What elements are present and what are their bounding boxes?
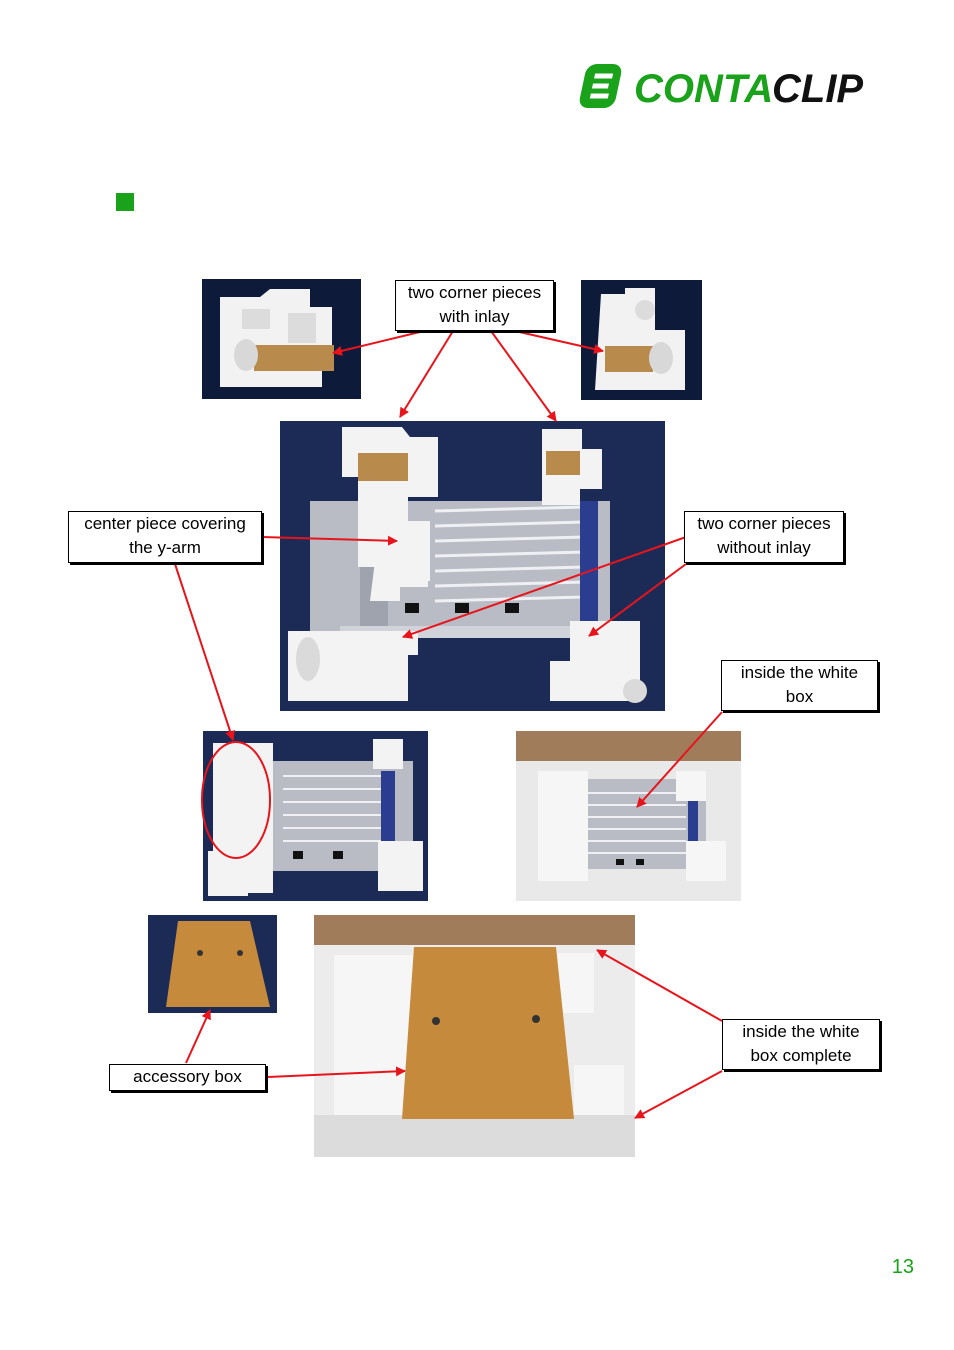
- photo-center-piece: [203, 731, 428, 901]
- arrow: [490, 330, 557, 422]
- label-two-corner-pieces-without-inlay: two corner pieces without inlay: [684, 511, 844, 563]
- photo-open-frame: [280, 421, 665, 711]
- arrow: [185, 1009, 211, 1064]
- label-inside-white-box-complete: inside the white box complete: [722, 1019, 880, 1070]
- label-two-corner-pieces-with-inlay: two corner pieces with inlay: [395, 280, 554, 331]
- photo-accessory-box: [148, 915, 277, 1013]
- arrow: [399, 330, 454, 418]
- arrow: [174, 563, 235, 741]
- label-inside-white-box: inside the white box: [721, 660, 878, 711]
- logo-text-clip: CLIP: [772, 67, 863, 111]
- arrow: [634, 1070, 723, 1119]
- label-accessory-box: accessory box: [109, 1064, 266, 1091]
- photo-inside-white-box: [516, 731, 741, 901]
- label-center-piece: center piece covering the y-arm: [68, 511, 262, 563]
- photo-corner-piece-right: [581, 280, 702, 400]
- logo-text-conta: CONTA: [634, 67, 773, 111]
- photo-corner-piece-left: [202, 279, 361, 399]
- photo-inside-white-box-complete: [314, 915, 635, 1157]
- contaclip-logo: CONTA CLIP: [579, 64, 863, 111]
- bullet-icon: [116, 193, 134, 211]
- page-number: 13: [891, 1256, 914, 1278]
